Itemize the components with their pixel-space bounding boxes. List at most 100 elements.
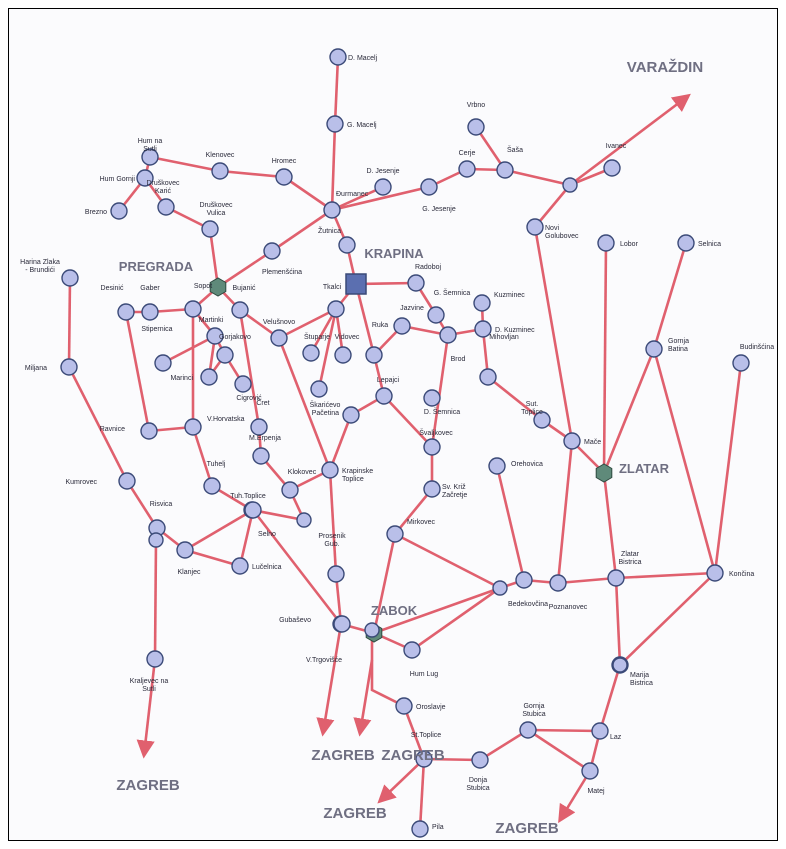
road-hum_lug-bedek2	[411, 586, 501, 652]
label-risvica: Risvica	[150, 501, 173, 508]
road-d_jesenje-durmanec	[331, 185, 384, 212]
node-lobor	[597, 234, 615, 252]
node-cerje	[458, 160, 476, 178]
label-zabok: ZABOK	[371, 603, 418, 618]
label-selno: Selno	[258, 531, 276, 538]
node-plemensina	[263, 242, 281, 260]
node-klokovec	[281, 481, 299, 499]
label-desinic: Desinić	[101, 285, 124, 292]
label-vidovec: Vidovec	[335, 334, 360, 341]
label-sasa: Šaša	[507, 145, 523, 154]
node-martinki	[206, 327, 224, 345]
node-ivanec_hub	[562, 177, 578, 193]
node-velusnjovo	[270, 329, 288, 347]
label-gaber: Gaber	[140, 285, 160, 292]
label-ravnice: Ravnice	[100, 426, 125, 433]
node-stipernica	[154, 354, 172, 372]
label-stipernica: Stipernica	[141, 326, 172, 333]
node-harina_zlaka	[61, 269, 79, 287]
label-ruka: Ruka	[372, 322, 388, 329]
road-pregrada-plemensina	[217, 249, 273, 289]
node-druskovec_vulica	[201, 220, 219, 238]
node-konscina	[706, 564, 724, 582]
label-kuzminec: Kuzminec	[494, 292, 525, 299]
destination-label-varazdin: VARAŽDIN	[627, 58, 703, 76]
label-tuhelj: Tuhelj	[207, 461, 226, 468]
label-g_jesenje: G. Jesenje	[422, 206, 456, 213]
label-martinki: Martinki	[199, 317, 224, 324]
label-pacetina: Pačetina	[312, 410, 339, 417]
node-zutnica	[338, 236, 356, 254]
label-g_macelj: G. Macelj	[347, 122, 377, 129]
node-kumrovec	[118, 472, 136, 490]
node-g_macelj	[326, 115, 344, 133]
label-v_trgovisce: V.Trgovišće	[306, 657, 342, 664]
label-d_kuzminec: D. Kuzminec	[495, 327, 535, 334]
road-selno-lucelnica	[238, 509, 255, 567]
road-klanjec-selno	[184, 508, 254, 552]
road-krapina-ruka	[354, 283, 376, 356]
road-harina_zlaka-miljana	[67, 277, 72, 368]
node-mihovljan	[479, 368, 497, 386]
label-miljana: Miljana	[25, 365, 47, 372]
node-sopot	[184, 300, 202, 318]
label-selnica: Selnica	[698, 241, 721, 248]
road-zlatar_bistrica-zlatar	[602, 472, 618, 579]
label-zlatar: ZLATAR	[619, 461, 670, 476]
node-matej	[581, 762, 599, 780]
destination-label-zagreb1: ZAGREB	[116, 777, 180, 794]
node-gaber	[141, 303, 159, 321]
label-sut_toplice: Sut.Toplice	[521, 401, 543, 416]
road-zlatar-lobor	[602, 242, 608, 474]
arrow-to-zagreb1	[136, 658, 157, 759]
road-zlatar_bistrica-konscina	[615, 571, 716, 580]
node-hum_na_sutli	[141, 148, 159, 166]
node-v_trgovisce	[333, 615, 351, 633]
label-m_erpenja: M.Erpenja	[249, 435, 281, 442]
label-ivanec_n: Ivanec	[606, 143, 627, 150]
destination-label-zagreb5: ZAGREB	[495, 820, 559, 837]
label-klanjec: Klanjec	[178, 569, 201, 576]
label-gorjakovo: Gorjakovo	[219, 334, 251, 341]
node-orehovica	[488, 457, 506, 475]
node-budinscina	[732, 354, 750, 372]
road-velusnjovo-krapinske_toplice	[277, 337, 332, 471]
node-v_horvatska	[184, 418, 202, 436]
node-oroslavje	[395, 697, 413, 715]
label-gubasevo: Gubaševo	[279, 617, 311, 624]
label-velusnjovo: Velušnovo	[263, 319, 295, 326]
node-kraljevec	[146, 650, 164, 668]
road-sut_toplice-mihovljan	[487, 375, 543, 422]
road-klanjec-lucelnica	[184, 548, 241, 568]
road-novi_golubovec-mace	[533, 226, 574, 442]
label-cret: Čret	[256, 398, 269, 407]
node-svaljkovec	[423, 438, 441, 456]
label-lucelnica: Lučelnica	[252, 564, 282, 571]
label-marinci: Marinci	[170, 375, 193, 382]
node-hromec	[275, 168, 293, 186]
node-g_jesenje	[420, 178, 438, 196]
node-pacetina	[342, 406, 360, 424]
label-matej: Matej	[587, 788, 605, 795]
road-v_horvatska-tuhelj	[191, 426, 214, 487]
road-stipernica-martinki	[162, 334, 216, 365]
road-zlatar-gornja_batina	[602, 348, 656, 474]
node-cret	[250, 418, 268, 436]
node-zlatar	[595, 463, 613, 483]
node-gornja_batina	[645, 340, 663, 358]
node-ravnice	[140, 422, 158, 440]
map-frame	[8, 8, 778, 841]
road-brod-svaljkovec	[430, 334, 450, 448]
road-sv_kriz-mirkovec	[393, 488, 434, 535]
label-bedekovcina: Bedekovčina	[508, 601, 548, 608]
node-d_macelj	[329, 48, 347, 66]
